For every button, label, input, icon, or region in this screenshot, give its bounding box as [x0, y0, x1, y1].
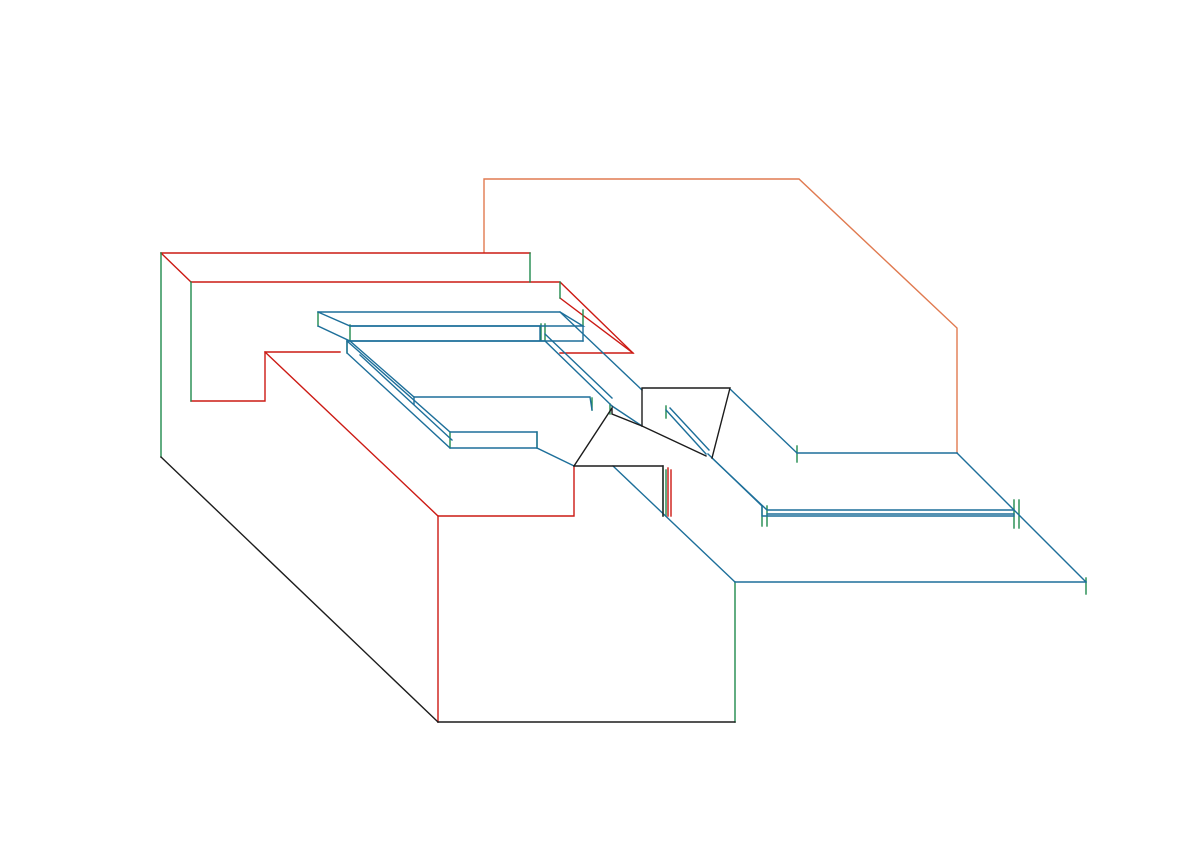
red-upper-ledge — [190, 281, 635, 354]
blue-frame-slope-inner — [544, 333, 613, 399]
blue-inner-frame — [346, 340, 613, 407]
blue-right-slope — [956, 452, 1087, 583]
blue-inner-frame-top — [349, 325, 541, 341]
black-edges — [160, 387, 736, 723]
blue-left-rail — [346, 340, 538, 449]
red-top-left-bevel — [160, 252, 192, 283]
blue-channel-floor — [536, 447, 575, 467]
black-channel-box — [641, 387, 731, 459]
green-edges — [160, 252, 1087, 723]
blue-lower-slope — [612, 465, 736, 583]
blue-short-rail-2 — [669, 407, 710, 451]
orange-back-outline — [483, 178, 958, 454]
red-front-slope — [264, 351, 575, 517]
red-notch — [190, 351, 341, 402]
blue-edges — [317, 311, 1087, 583]
blue-upper-plate — [317, 311, 586, 327]
blue-left-rail-top — [349, 340, 593, 411]
blue-short-rail-1 — [665, 409, 707, 455]
blue-back-slope — [729, 388, 798, 454]
blue-slope-link — [611, 405, 643, 427]
black-left-bottom-slope — [160, 456, 439, 723]
blue-left-rail-inner — [359, 354, 453, 441]
red-edges — [160, 252, 672, 723]
blue-frame-slope-outer — [559, 311, 643, 391]
black-channel-wedge — [573, 405, 707, 467]
blue-step-rail-2 — [711, 457, 1015, 511]
red-ledge-inner — [559, 297, 634, 354]
orange-edges — [483, 178, 958, 454]
blue-upper-plate-front — [317, 325, 584, 342]
